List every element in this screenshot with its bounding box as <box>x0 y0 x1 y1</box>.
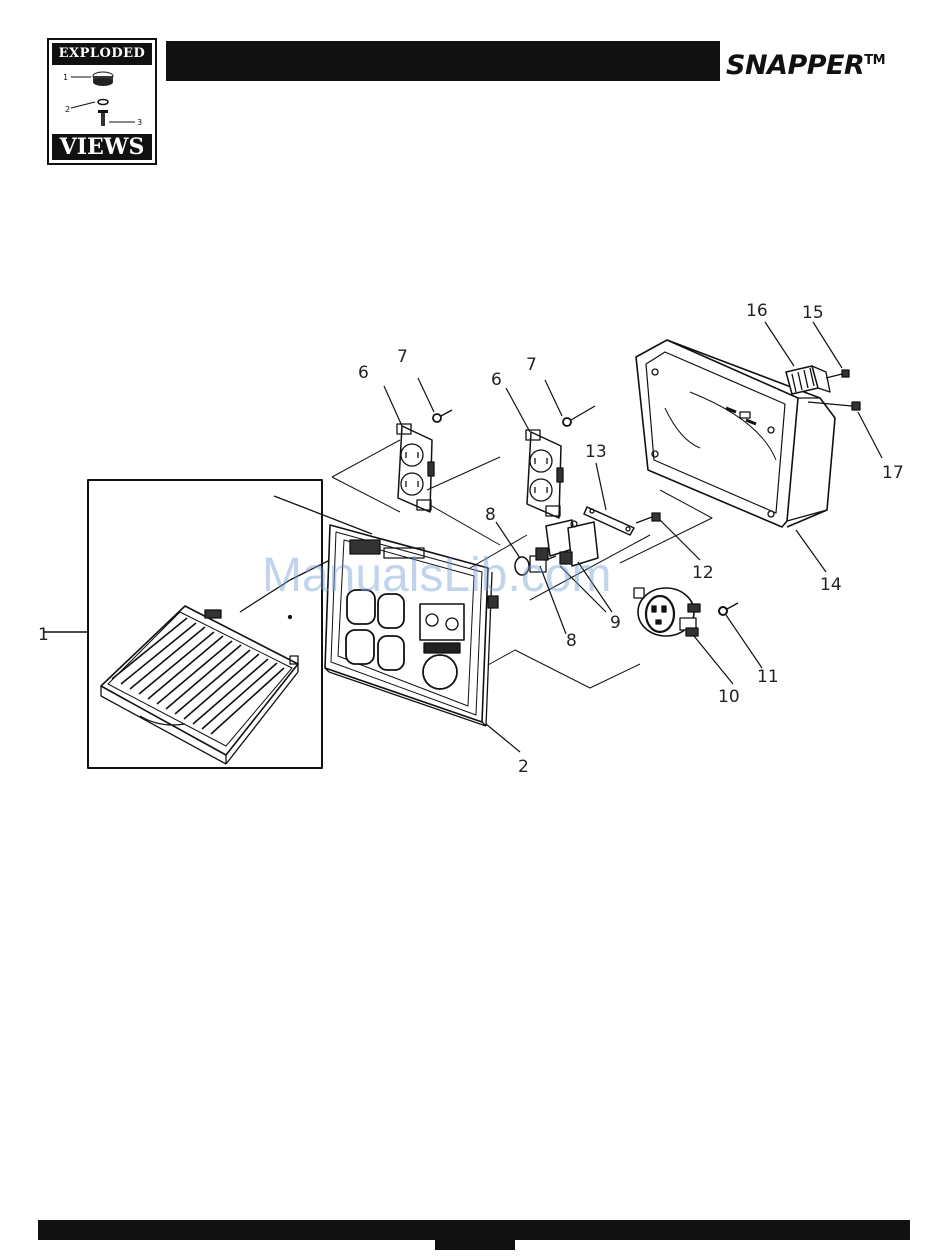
footer-bar <box>38 1220 910 1240</box>
callout-6-right: 6 <box>491 370 502 390</box>
callout-13: 13 <box>585 442 607 462</box>
screw-part-12 <box>636 513 660 523</box>
receptacle-left <box>397 424 434 512</box>
screw-part-15 <box>826 370 849 378</box>
callout-14: 14 <box>820 575 842 595</box>
callout-1: 1 <box>38 625 49 645</box>
nut-left <box>433 410 452 422</box>
callout-8-lamp: 8 <box>485 505 496 525</box>
screw-part-17 <box>808 402 860 410</box>
watermark: ManualsLib.com <box>262 548 702 604</box>
callout-7-left: 7 <box>397 347 408 367</box>
receptacle-right <box>526 430 563 518</box>
callout-15: 15 <box>802 303 824 323</box>
callout-6-left: 6 <box>358 363 369 383</box>
callout-16: 16 <box>746 301 768 321</box>
callout-8-lower: 8 <box>566 631 577 651</box>
callout-9: 9 <box>610 613 621 633</box>
cover-part <box>101 606 298 764</box>
callout-7-right: 7 <box>526 355 537 375</box>
callout-2: 2 <box>518 757 529 777</box>
terminal-block <box>786 366 830 394</box>
footer-page-tab <box>435 1240 515 1250</box>
nut-part-11 <box>719 603 738 615</box>
callout-11: 11 <box>757 667 779 687</box>
callout-17: 17 <box>882 463 904 483</box>
callout-10: 10 <box>718 687 740 707</box>
nut-right <box>563 406 595 426</box>
